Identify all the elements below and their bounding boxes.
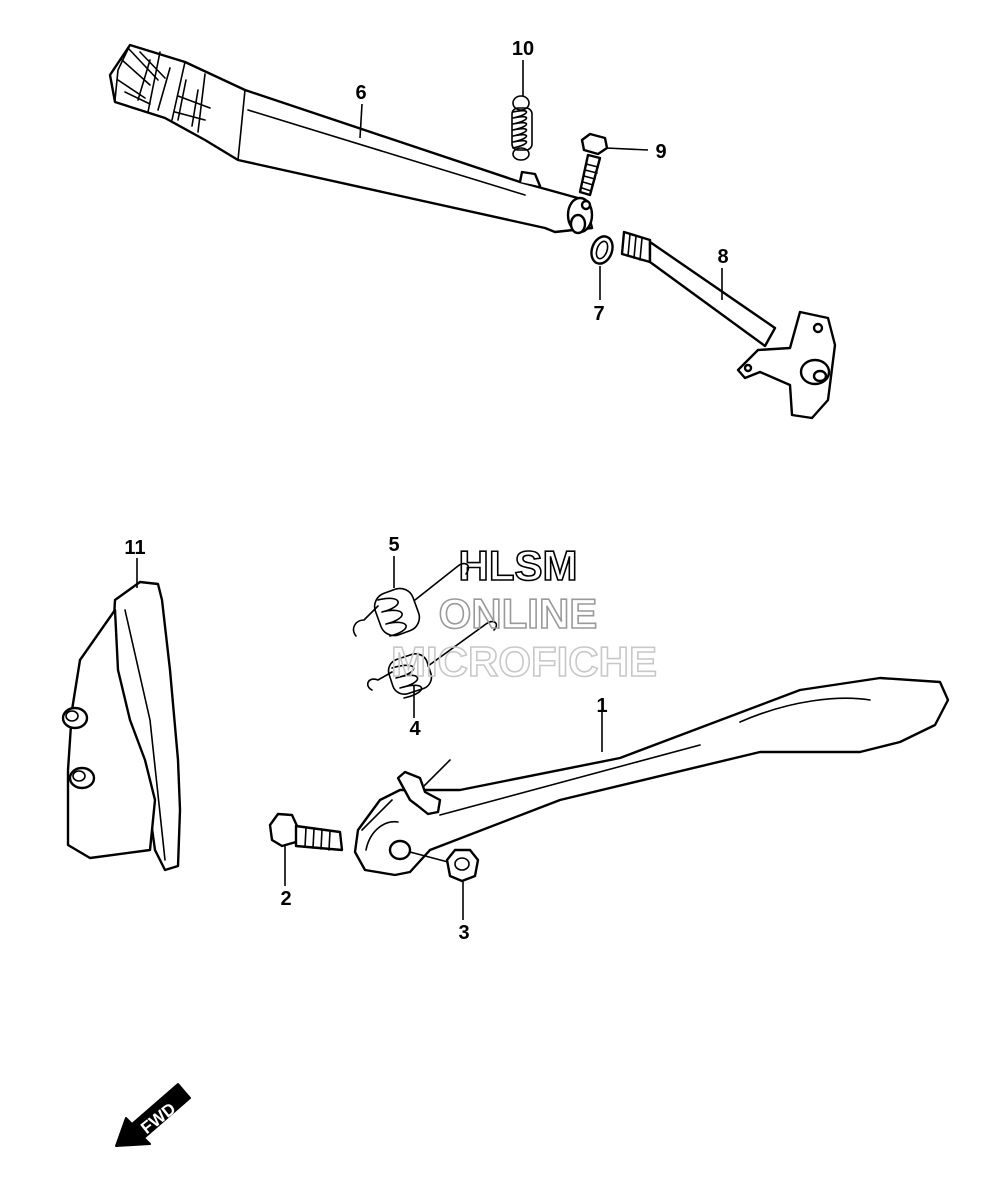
- part-8-shaft[interactable]: [620, 230, 837, 420]
- watermark-line-1: HLSM: [459, 542, 578, 589]
- callout-3: 3: [458, 922, 469, 944]
- part-1-side-stand[interactable]: [353, 676, 950, 877]
- part-5-spring[interactable]: [352, 562, 470, 640]
- part-7-washer[interactable]: [588, 233, 616, 266]
- part-10-spring[interactable]: [511, 95, 533, 161]
- callout-10: 10: [512, 38, 534, 60]
- callout-7: 7: [593, 303, 604, 325]
- part-9-bolt[interactable]: [578, 132, 609, 197]
- callout-5: 5: [388, 534, 399, 556]
- callout-8: 8: [717, 246, 728, 268]
- part-6-lever[interactable]: [108, 43, 594, 235]
- part-11-bracket[interactable]: [61, 580, 182, 872]
- part-3-nut[interactable]: [445, 848, 480, 883]
- watermark: HLSM ONLINE MICROFICHE: [390, 541, 658, 686]
- fwd-arrow: FWD: [115, 1083, 191, 1147]
- watermark-line-2: ONLINE: [439, 590, 598, 637]
- callout-6: 6: [355, 82, 366, 104]
- part-2-bolt[interactable]: [268, 812, 344, 852]
- callout-4: 4: [409, 718, 421, 740]
- callout-2: 2: [280, 888, 291, 910]
- callout-1: 1: [596, 695, 607, 717]
- leader-lines: [136, 60, 723, 920]
- callout-9: 9: [655, 141, 666, 163]
- part-4-spring[interactable]: [366, 620, 498, 699]
- callout-11: 11: [124, 537, 145, 559]
- watermark-line-3: MICROFICHE: [391, 638, 657, 685]
